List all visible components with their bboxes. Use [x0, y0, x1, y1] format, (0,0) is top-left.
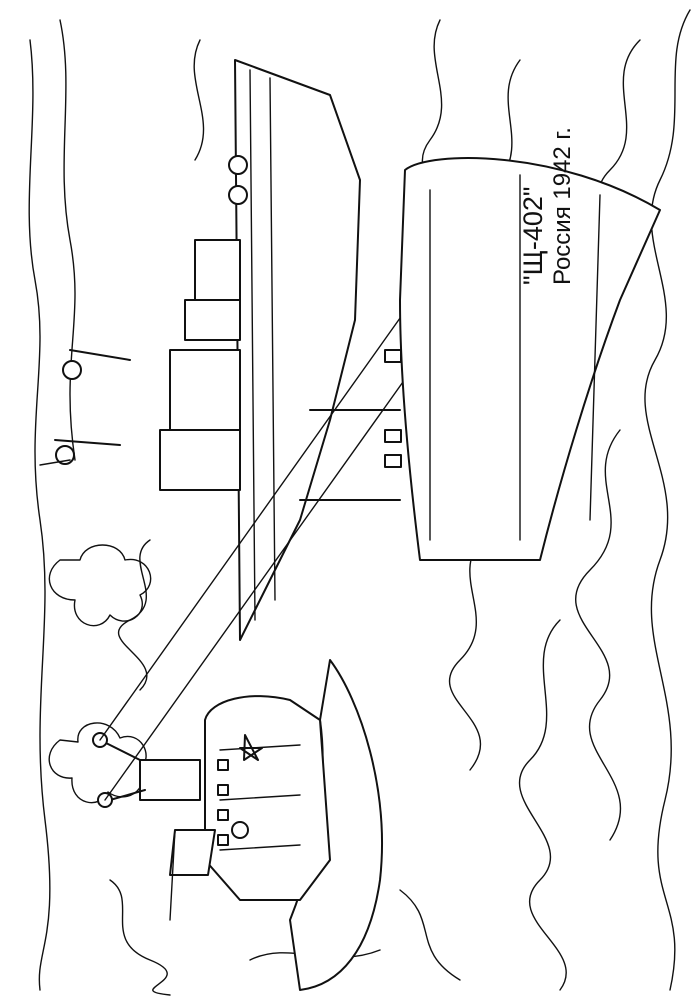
submarine-foreground: [92, 289, 441, 991]
cloud-left: [48, 544, 152, 804]
submarine-upper: [39, 59, 361, 641]
caption: "Щ-402" Россия 1942 г.: [518, 45, 578, 285]
caption-subtitle: Россия 1942 г.: [549, 127, 576, 285]
submarine-main-hull: [299, 157, 661, 561]
caption-title: "Щ-402": [518, 186, 548, 285]
